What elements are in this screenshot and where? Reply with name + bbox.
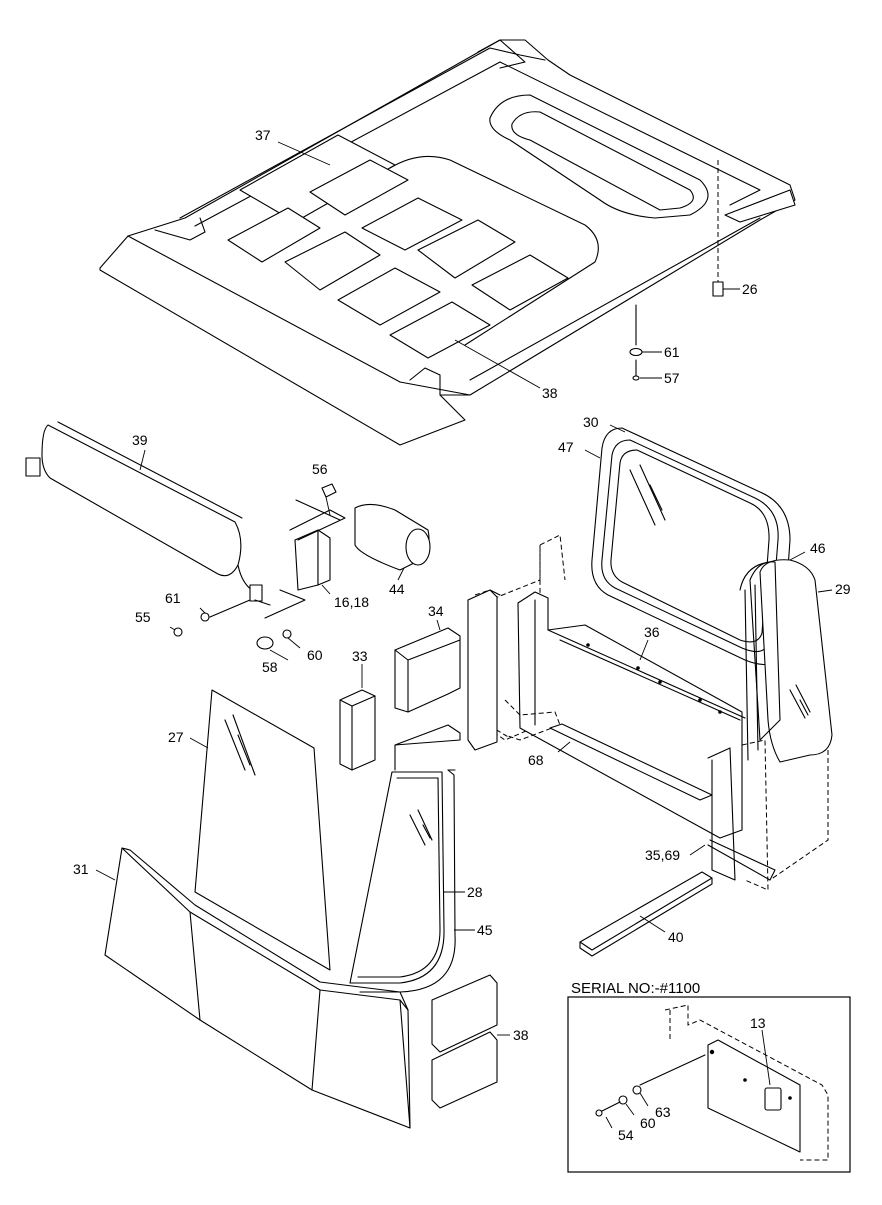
callout-45: 45	[477, 922, 493, 938]
washer-icon	[629, 347, 643, 357]
callout-27: 27	[168, 729, 184, 745]
callout-30: 30	[583, 414, 599, 430]
callout-57: 57	[664, 370, 680, 386]
callout-29: 29	[835, 581, 851, 597]
rear-frame	[467, 534, 829, 891]
panel-38-lower	[431, 974, 510, 1109]
side-window-right	[739, 551, 833, 763]
callout-55: 55	[135, 609, 151, 625]
callout-26: 26	[742, 281, 758, 297]
nut-icon	[321, 483, 337, 498]
callout-28: 28	[467, 884, 483, 900]
callout-35-69: 35,69	[645, 847, 680, 863]
callout-36: 36	[644, 624, 660, 640]
visor-bracket-assembly	[169, 483, 431, 661]
sun-visor	[25, 421, 263, 602]
callout-40: 40	[668, 929, 684, 945]
bar-40	[579, 871, 713, 957]
visor-clip-icon	[249, 584, 263, 602]
rear-window	[584, 424, 791, 666]
callout-58: 58	[262, 659, 278, 675]
callout-16-18: 16,18	[334, 594, 369, 610]
callout-44: 44	[389, 581, 405, 597]
roof-fasteners	[629, 160, 740, 381]
roof-panel	[99, 39, 796, 446]
cap-nut-icon	[256, 636, 274, 650]
callout-60: 60	[307, 647, 323, 663]
front-glass-left	[189, 689, 331, 971]
callout-61: 61	[664, 344, 680, 360]
callout-13: 13	[750, 1015, 766, 1031]
callout-47: 47	[558, 439, 574, 455]
front-lower-panel	[95, 847, 411, 1129]
callout-37: 37	[255, 127, 271, 143]
callout-63: 63	[655, 1104, 671, 1120]
callout-54: 54	[618, 1127, 634, 1143]
visor-bracket-icon	[25, 457, 41, 477]
callout-68: 68	[528, 752, 544, 768]
callout-38-b: 38	[513, 1027, 529, 1043]
callout-61-b: 61	[165, 590, 181, 606]
callout-56: 56	[312, 461, 328, 477]
pin-icon	[632, 375, 640, 381]
callout-46: 46	[810, 540, 826, 556]
callout-34: 34	[428, 603, 444, 619]
bolt-icon	[712, 281, 724, 297]
inset-title: SERIAL NO:-#1100	[571, 980, 700, 997]
seal-blocks	[339, 619, 461, 771]
front-glass-right	[349, 769, 475, 993]
callout-labels: 37 26 61 57 38 39 56 44 16,18 61 55 58 6…	[73, 127, 851, 1143]
callout-39: 39	[132, 432, 148, 448]
callout-60-b: 60	[640, 1115, 656, 1131]
callout-38: 38	[542, 385, 558, 401]
callout-33: 33	[352, 648, 368, 664]
serial-inset	[567, 996, 851, 1173]
callout-31: 31	[73, 861, 89, 877]
